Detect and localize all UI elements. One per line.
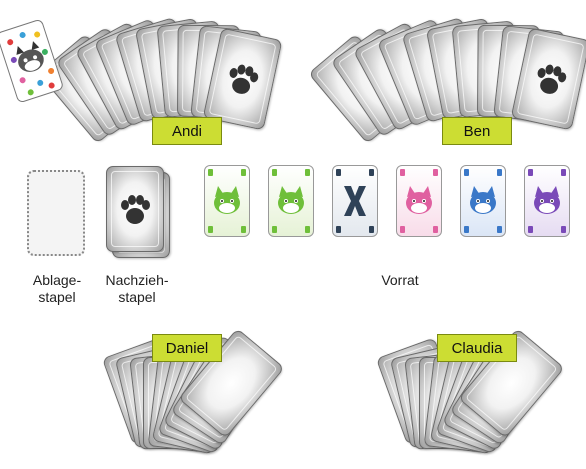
draw-pile[interactable] <box>106 166 164 252</box>
card-corner-marker <box>336 169 341 176</box>
lynx-face-icon <box>465 183 501 219</box>
hand-andi <box>80 10 280 130</box>
card-corner-marker <box>400 226 405 233</box>
card-corner-marker <box>241 226 246 233</box>
card-corner-marker <box>528 226 533 233</box>
card-corner-marker <box>561 169 566 176</box>
player-label-andi: Andi <box>152 117 222 145</box>
paw-print-icon <box>219 55 266 102</box>
card-corner-marker <box>369 226 374 233</box>
card-corner-marker <box>464 169 469 176</box>
card-corner-marker <box>433 169 438 176</box>
card-corner-marker <box>400 169 405 176</box>
x-symbol-icon <box>337 183 373 219</box>
card-corner-marker <box>208 226 213 233</box>
player-label-daniel: Daniel <box>152 334 222 362</box>
supply-card-x[interactable] <box>332 165 378 237</box>
paw-print-icon <box>115 189 155 229</box>
card-corner-marker <box>241 169 246 176</box>
card-corner-marker <box>464 226 469 233</box>
card-corner-marker <box>369 169 374 176</box>
card-corner-marker <box>528 169 533 176</box>
card-corner-marker <box>336 226 341 233</box>
supply-card-lynx[interactable] <box>204 165 250 237</box>
supply-card-lynx[interactable] <box>268 165 314 237</box>
discard-pile-label: Ablage- stapel <box>18 272 96 306</box>
lynx-face-icon <box>0 19 64 104</box>
card-corner-marker <box>433 226 438 233</box>
supply-card-lynx[interactable] <box>396 165 442 237</box>
card-corner-marker <box>305 226 310 233</box>
card-corner-marker <box>497 226 502 233</box>
supply-card-lynx[interactable] <box>460 165 506 237</box>
card-corner-marker <box>208 169 213 176</box>
supply-card-lynx[interactable] <box>524 165 570 237</box>
card-corner-marker <box>497 169 502 176</box>
paw-print-icon <box>527 55 574 102</box>
lynx-special-card[interactable] <box>0 18 64 103</box>
player-label-claudia: Claudia <box>437 334 517 362</box>
discard-pile[interactable] <box>27 170 85 256</box>
special-card[interactable] <box>2 20 62 110</box>
lynx-face-icon <box>529 183 565 219</box>
supply-label: Vorrat <box>360 272 440 289</box>
hand-ben <box>360 10 580 130</box>
lynx-face-icon <box>273 183 309 219</box>
card-corner-marker <box>272 169 277 176</box>
card-corner-marker <box>305 169 310 176</box>
card-corner-marker <box>561 226 566 233</box>
lynx-face-icon <box>401 183 437 219</box>
player-label-ben: Ben <box>442 117 512 145</box>
lynx-face-icon <box>209 183 245 219</box>
card-corner-marker <box>272 226 277 233</box>
draw-pile-label: Nachzieh- stapel <box>92 272 182 306</box>
